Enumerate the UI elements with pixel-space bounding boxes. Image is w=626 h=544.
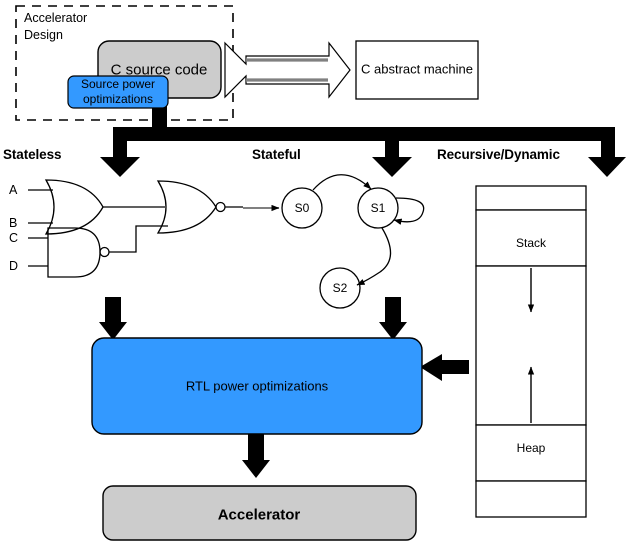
nor-gate [156, 180, 217, 234]
memory-heap-label: Heap [516, 441, 546, 456]
mem-cell-stack [475, 209, 587, 267]
state-s0 [281, 187, 323, 229]
rtl-power-optimizations-label: RTL power optimizations [185, 378, 329, 394]
source-power-optimizations-label: Source power optimizations [80, 77, 156, 106]
state-s1 [357, 187, 399, 229]
transition-s1-s2 [356, 227, 392, 286]
memory-to-rtl-arrow [420, 354, 469, 381]
rtl-input-arrows [99, 297, 407, 340]
c-abstract-machine-box [355, 40, 479, 100]
c-source-code-label: C source code [110, 61, 208, 79]
transition-s1-self [393, 197, 425, 225]
gate-input-label-c: C [9, 231, 19, 245]
distribution-arrows [100, 127, 626, 177]
rtl-to-accelerator-arrow [242, 434, 270, 478]
nor-bubble [215, 201, 226, 213]
logic-gate-network [28, 179, 243, 278]
gate-input-label-d: D [9, 259, 19, 273]
mem-cell-heap [475, 424, 587, 482]
state-label-s1: S1 [370, 201, 386, 216]
section-label-stateful: Stateful [252, 147, 301, 162]
section-label-stateless: Stateless [3, 147, 62, 162]
source-power-optimizations-badge [67, 75, 169, 109]
accelerator-box [102, 485, 417, 541]
memory-stack-label: Stack [515, 236, 546, 251]
mem-cell-top [475, 185, 587, 211]
state-s2 [319, 267, 361, 309]
state-machine [243, 174, 425, 309]
bidirectional-arrow [224, 41, 351, 99]
gate-input-label-b: B [9, 216, 18, 230]
section-label-recursive-dynamic: Recursive/Dynamic [437, 147, 560, 162]
state-label-s2: S2 [332, 281, 348, 296]
c-abstract-machine-label: C abstract machine [361, 61, 473, 77]
accelerator-design-label: Accelerator Design [24, 11, 88, 42]
nand-bubble [99, 246, 110, 258]
transition-s0-s1 [312, 174, 372, 191]
state-label-s0: S0 [294, 201, 310, 216]
accelerator-label: Accelerator [217, 506, 301, 524]
mem-cell-bottom [475, 480, 587, 518]
nand-gate-body [47, 227, 101, 278]
or-gate [44, 179, 104, 235]
gate-input-label-a: A [9, 183, 18, 197]
